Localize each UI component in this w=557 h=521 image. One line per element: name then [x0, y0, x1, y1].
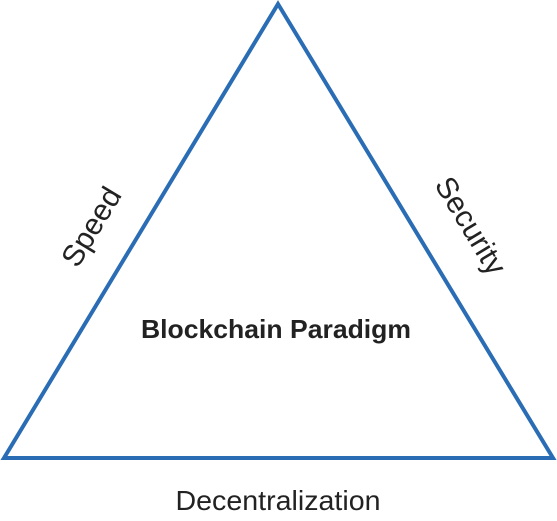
left-edge-label-speed: Speed [55, 181, 128, 272]
bottom-edge-label-decentralization: Decentralization [176, 485, 381, 516]
center-label: Blockchain Paradigm [141, 314, 411, 344]
trilemma-triangle [0, 0, 557, 460]
right-edge-label-security: Security [428, 171, 512, 281]
